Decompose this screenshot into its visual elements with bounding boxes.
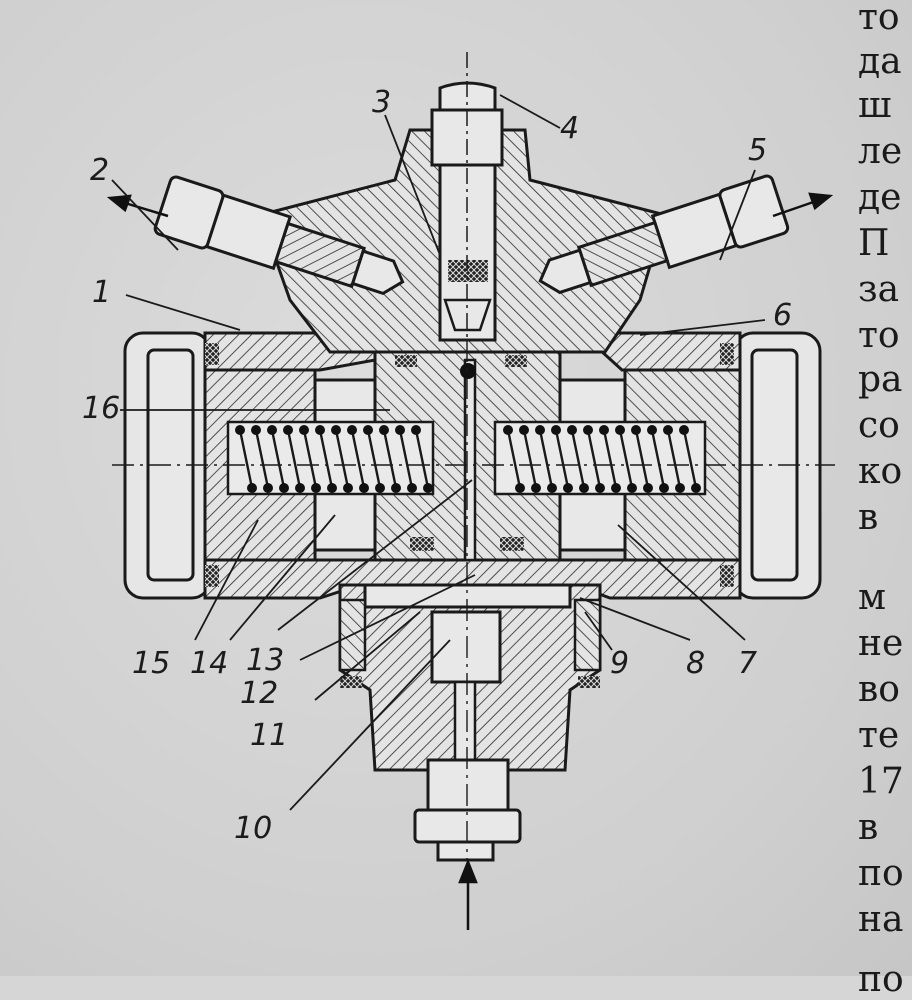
side-text-line: ш xyxy=(858,85,892,126)
callout-labels: 1 2 3 4 5 6 7 8 9 10 11 12 13 14 15 16 xyxy=(82,85,792,846)
top-fitting xyxy=(430,52,504,340)
label-8: 8 xyxy=(686,646,705,681)
side-text-line: де xyxy=(858,177,902,218)
side-text-line: то xyxy=(858,315,900,356)
leader-lines xyxy=(111,94,766,811)
label-6: 6 xyxy=(773,298,792,333)
label-9: 9 xyxy=(610,646,629,681)
side-text-line: в xyxy=(858,807,879,848)
right-spring xyxy=(493,420,707,496)
side-text-line: не xyxy=(858,623,904,664)
label-13: 13 xyxy=(246,643,284,678)
side-text-line: ле xyxy=(858,131,903,172)
label-10: 10 xyxy=(234,811,272,846)
label-5: 5 xyxy=(748,133,767,168)
cropped-side-text: то да ш ле де П за то ра со ко в м не во… xyxy=(858,0,912,998)
left-outlet-fitting xyxy=(153,175,405,296)
side-text-line: за xyxy=(858,269,900,310)
side-text-line: по xyxy=(858,959,904,1000)
label-15: 15 xyxy=(132,646,170,681)
left-spring xyxy=(226,420,435,496)
side-text-line: в xyxy=(858,497,879,538)
bottom-block xyxy=(338,583,602,804)
label-11: 11 xyxy=(250,718,288,753)
label-4: 4 xyxy=(560,111,579,146)
flow-arrows xyxy=(106,192,834,930)
side-text-line: м xyxy=(858,577,887,618)
side-text-line: да xyxy=(858,41,902,82)
pump-cross-section-drawing: 1 2 3 4 5 6 7 8 9 10 11 12 13 14 15 16 xyxy=(82,52,835,930)
side-text-line: 17 xyxy=(858,761,904,802)
label-1: 1 xyxy=(92,275,111,310)
side-text-line: ко xyxy=(858,451,903,492)
right-outlet-fitting xyxy=(538,174,790,295)
side-text-line: ра xyxy=(858,359,903,400)
side-text-line: те xyxy=(858,715,900,756)
label-2: 2 xyxy=(90,153,109,188)
side-text-line: то xyxy=(858,0,900,38)
label-3: 3 xyxy=(372,85,391,120)
label-12: 12 xyxy=(240,676,278,711)
center-lines xyxy=(112,340,835,860)
label-14: 14 xyxy=(190,646,228,681)
side-text-line: во xyxy=(858,669,900,710)
label-16: 16 xyxy=(82,391,120,426)
label-7: 7 xyxy=(738,646,757,681)
side-text-line: по xyxy=(858,853,904,894)
side-text-line: П xyxy=(858,223,890,264)
side-text-line: со xyxy=(858,405,900,446)
side-text-line: на xyxy=(858,899,904,940)
